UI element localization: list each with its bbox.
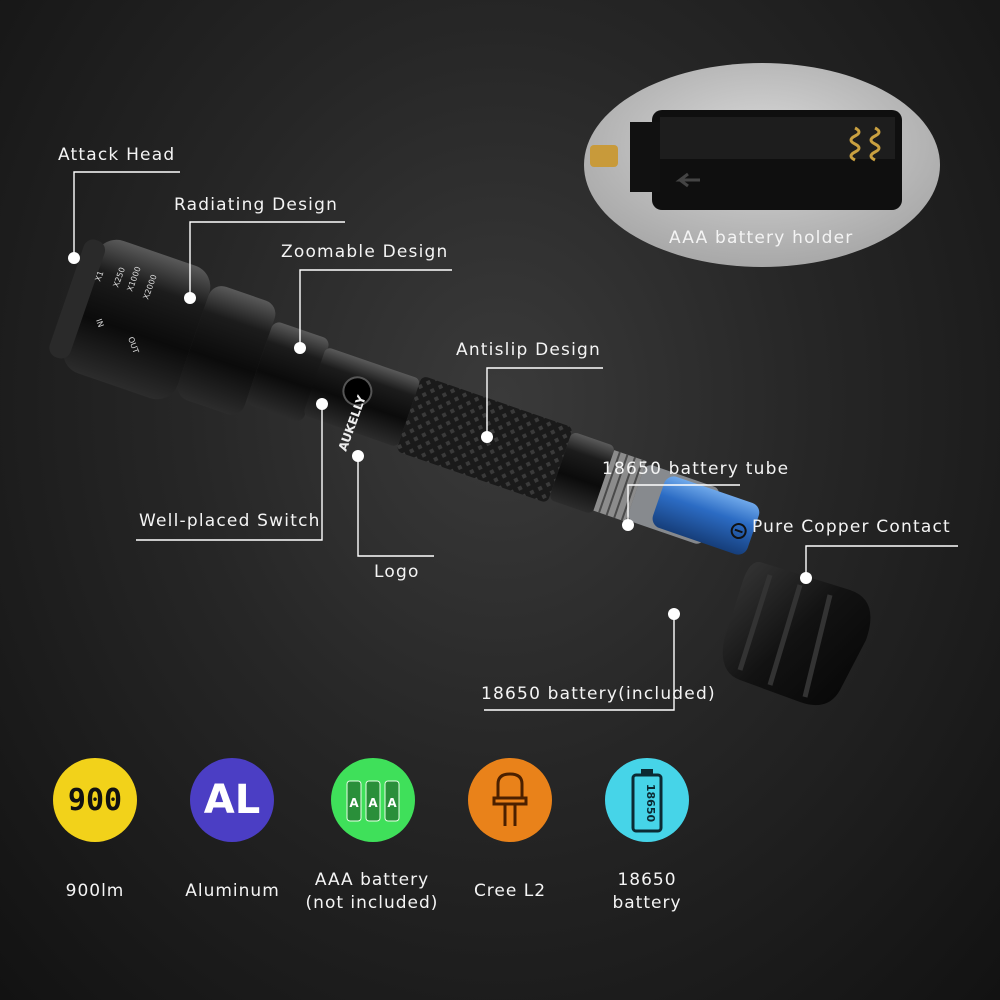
svg-text:A: A (368, 796, 378, 810)
end-cap-image (722, 561, 871, 706)
caption-aaa-line2: (not included) (305, 893, 439, 913)
18650-icon-text: 18650 (644, 784, 657, 823)
caption-900lm: 900lm (65, 881, 125, 901)
svg-text:A: A (387, 796, 397, 810)
lumen-badge-text: 900 (67, 782, 123, 818)
aluminum-badge-text: AL (203, 777, 261, 823)
callout-battery-tube: 18650 battery tube (602, 459, 790, 479)
lumen-badge: 900 (53, 758, 137, 842)
18650-battery-icon-svg: 18650 (631, 769, 663, 833)
caption-18650-battery: 18650 battery (597, 869, 697, 915)
callout-switch: Well-placed Switch (139, 511, 321, 531)
callout-logo: Logo (374, 562, 420, 582)
svg-text:X1: X1 (93, 270, 105, 283)
svg-text:IN: IN (94, 318, 105, 329)
led-icon-svg (492, 772, 528, 826)
callout-copper-contact: Pure Copper Contact (752, 517, 951, 537)
caption-cree-l2: Cree L2 (473, 881, 547, 901)
svg-text:A: A (349, 796, 359, 810)
callout-battery-included: 18650 battery(included) (481, 684, 716, 704)
callout-attack-head: Attack Head (58, 145, 176, 165)
aaa-battery-icon-svg: A A A (346, 780, 400, 822)
callout-zoomable-design: Zoomable Design (281, 242, 449, 262)
aaa-holder-image (590, 110, 902, 210)
callout-radiating-design: Radiating Design (174, 195, 339, 215)
caption-aaa-battery: AAA battery (not included) (296, 869, 448, 915)
aluminum-badge: AL (190, 758, 274, 842)
flashlight-image (49, 239, 760, 555)
18650-battery-icon: 18650 (605, 758, 689, 842)
caption-aaa-line1: AAA battery (314, 870, 430, 890)
led-icon (468, 758, 552, 842)
aaa-battery-icon: A A A (331, 758, 415, 842)
callout-antislip-design: Antislip Design (456, 340, 601, 360)
caption-18650-line2: battery (612, 893, 682, 913)
caption-aluminum: Aluminum (185, 881, 280, 901)
caption-18650-line1: 18650 (617, 870, 677, 890)
inset-label: AAA battery holder (669, 228, 854, 248)
